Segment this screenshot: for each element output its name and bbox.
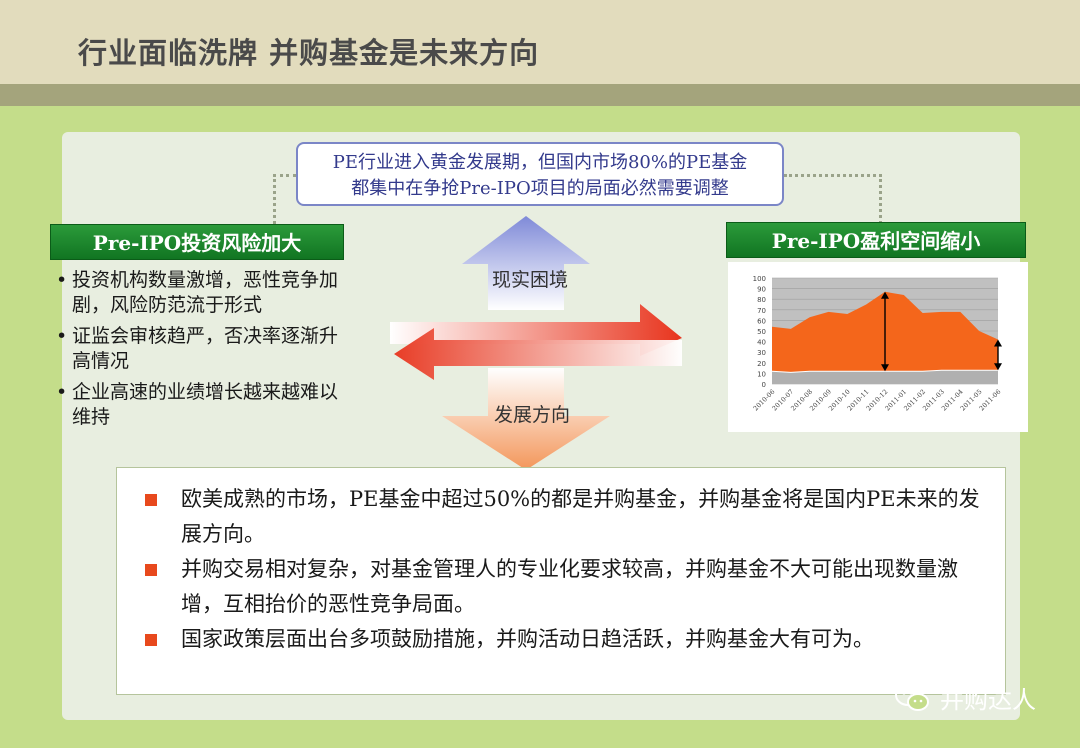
left-header: Pre-IPO投资风险加大 xyxy=(50,224,344,260)
arrows-graphic xyxy=(390,216,682,470)
y-tick-label: 20 xyxy=(757,360,766,368)
arrow-up-icon xyxy=(462,216,590,310)
y-tick-label: 40 xyxy=(757,339,766,347)
slide-title: 行业面临洗牌 并购基金是未来方向 xyxy=(78,36,540,70)
arrow-down-icon xyxy=(442,368,610,470)
arrow-down-label: 发展方向 xyxy=(494,404,571,426)
situation-line-1: PE行业进入黄金发展期，但国内市场80%的PE基金 xyxy=(332,152,748,173)
conclusion-box: 欧美成熟的市场，PE基金中超过50%的都是并购基金，并购基金将是国内PE未来的发… xyxy=(116,467,1006,695)
connector-left xyxy=(273,174,296,224)
area-series-lower xyxy=(772,370,998,384)
y-tick-label: 0 xyxy=(762,381,766,389)
list-item: 欧美成熟的市场，PE基金中超过50%的都是并购基金，并购基金将是国内PE未来的发… xyxy=(145,482,985,552)
list-item: 企业高速的业绩增长越来越难以维持 xyxy=(56,380,348,430)
y-tick-label: 60 xyxy=(757,317,766,325)
wechat-icon xyxy=(895,684,929,711)
list-item: 国家政策层面出台多项鼓励措施，并购活动日趋活跃，并购基金大有可为。 xyxy=(145,622,985,657)
y-tick-label: 10 xyxy=(757,370,766,378)
list-item: 并购交易相对复杂，对基金管理人的专业化要求较高，并购基金不大可能出现数量激增，互… xyxy=(145,552,985,622)
y-tick-label: 50 xyxy=(757,328,766,336)
title-bar xyxy=(0,0,1080,84)
connector-right xyxy=(784,174,882,224)
y-tick-label: 80 xyxy=(757,296,766,304)
spread-marker-end-head-bottom xyxy=(994,363,1002,371)
list-item: 证监会审核趋严，否决率逐渐升高情况 xyxy=(56,324,348,374)
y-tick-label: 90 xyxy=(757,286,766,294)
risk-list: 投资机构数量激增，恶性竞争加剧，风险防范流于形式 证监会审核趋严，否决率逐渐升高… xyxy=(56,268,348,436)
spread-marker-peak-head-bottom xyxy=(881,364,889,372)
y-tick-label: 70 xyxy=(757,307,766,315)
footer-brand: 并购达人 xyxy=(940,686,1036,714)
spread-marker-end-head-top xyxy=(994,339,1002,347)
y-tick-label: 100 xyxy=(753,275,766,283)
y-tick-label: 30 xyxy=(757,349,766,357)
situation-box: PE行业进入黄金发展期，但国内市场80%的PE基金 都集中在争抢Pre-IPO项… xyxy=(296,142,784,206)
list-item: 投资机构数量激增，恶性竞争加剧，风险防范流于形式 xyxy=(56,268,348,318)
arrow-left-icon xyxy=(394,328,682,380)
right-header: Pre-IPO盈利空间缩小 xyxy=(726,222,1026,258)
profit-chart-svg: 01020304050607080901002010-062010-072010… xyxy=(752,275,1003,413)
spread-marker-peak-head-top xyxy=(881,291,889,299)
title-strip xyxy=(0,84,1080,106)
arrow-up-label: 现实困境 xyxy=(492,269,569,291)
situation-line-2: 都集中在争抢Pre-IPO项目的局面必然需要调整 xyxy=(351,178,729,199)
